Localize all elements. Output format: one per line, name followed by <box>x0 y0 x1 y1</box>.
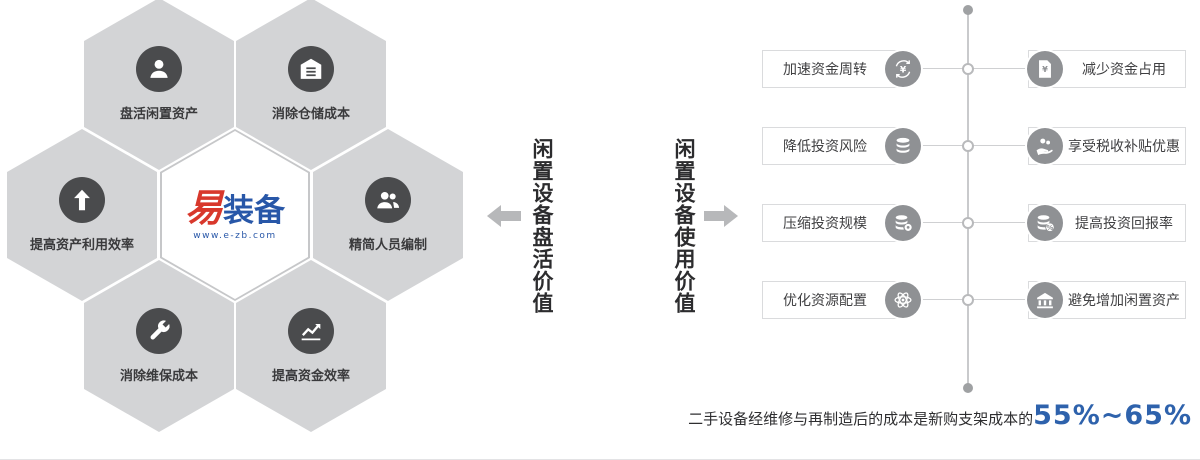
connector-line <box>895 222 968 223</box>
hexagon-label: 提高资金效率 <box>271 369 350 384</box>
timeline-junction-dot <box>962 140 974 152</box>
connector-line <box>968 299 1048 300</box>
benefit-label: 享受税收补贴优惠 <box>1068 139 1180 155</box>
arrow-up-icon <box>59 177 105 223</box>
hand-coins-icon <box>1027 128 1063 164</box>
timeline-top-dot <box>963 5 973 15</box>
brand-logo: 易装备 www.e-zb.com <box>162 131 308 299</box>
coins-percent-icon: % <box>1027 205 1063 241</box>
benefit-label: 降低投资风险 <box>783 139 867 155</box>
cost-footnote: 二手设备经维修与再制造后的成本是新购支架成本的55%~65% <box>688 396 1192 437</box>
benefit-box-left: 优化资源配置 <box>762 281 902 319</box>
section-title-usage-value: 闲置设备使用价值 <box>672 138 696 314</box>
timeline-junction-dot <box>962 294 974 306</box>
arrow-left-icon <box>487 205 521 227</box>
svg-text:¥: ¥ <box>1042 64 1048 74</box>
timeline-junction-dot <box>962 217 974 229</box>
arrow-head <box>724 205 738 227</box>
connector-line <box>895 68 968 69</box>
warehouse-icon <box>288 46 334 92</box>
hexagon-label: 消除维保成本 <box>119 369 198 384</box>
brand-website: www.e-zb.com <box>193 231 277 241</box>
arrow-tail <box>500 211 521 221</box>
svg-text:¥: ¥ <box>900 64 907 75</box>
benefit-label: 减少资金占用 <box>1082 62 1166 78</box>
connector-line <box>968 68 1048 69</box>
brand-logo-text: 易装备 <box>185 189 285 227</box>
connector-line <box>895 145 968 146</box>
benefit-box-left: 降低投资风险 <box>762 127 902 165</box>
doc-yen-icon: ¥ <box>1027 51 1063 87</box>
benefit-label: 优化资源配置 <box>783 293 867 309</box>
timeline-axis <box>967 10 969 388</box>
timeline-junction-dot <box>962 63 974 75</box>
wrench-icon <box>136 308 182 354</box>
hexagon-label: 精简人员编制 <box>348 238 427 253</box>
benefit-label: 提高投资回报率 <box>1075 216 1173 232</box>
arrow-tail <box>704 211 725 221</box>
hexagon-label: 提高资产利用效率 <box>29 238 134 253</box>
bank-icon <box>1027 282 1063 318</box>
brand-logo-red-char: 易 <box>184 186 223 230</box>
hexagon-label: 盘活闲置资产 <box>119 107 198 122</box>
benefit-box-left: 加速资金周转 <box>762 50 902 88</box>
chart-up-icon <box>288 308 334 354</box>
benefit-box-left: 压缩投资规模 <box>762 204 902 242</box>
atom-icon <box>885 282 921 318</box>
benefit-label: 避免增加闲置资产 <box>1068 293 1180 309</box>
arrow-right-icon <box>704 205 738 227</box>
brand-logo-blue-chars: 装备 <box>223 193 285 229</box>
timeline-row: 优化资源配置 避免增加闲置资产 <box>755 281 1195 321</box>
footnote-text: 二手设备经维修与再制造后的成本是新购支架成本的 <box>688 410 1034 428</box>
section-title-revitalize-value: 闲置设备盘活价值 <box>530 138 554 314</box>
hexagon-label: 消除仓储成本 <box>271 107 350 122</box>
arrow-head <box>487 205 501 227</box>
connector-line <box>895 299 968 300</box>
timeline-row: 加速资金周转 减少资金占用 ¥ ¥ <box>755 50 1195 90</box>
connector-line <box>968 145 1048 146</box>
connector-line <box>968 222 1048 223</box>
coins-icon <box>885 128 921 164</box>
timeline-bottom-dot <box>963 383 973 393</box>
footnote-highlight: 55%~65% <box>1033 400 1192 431</box>
timeline-row: 压缩投资规模 提高投资回报率 % <box>755 204 1195 244</box>
timeline-row: 降低投资风险 享受税收补贴优惠 <box>755 127 1195 167</box>
svg-text:%: % <box>1047 224 1054 232</box>
person-icon <box>136 46 182 92</box>
benefit-label: 加速资金周转 <box>783 62 867 78</box>
coins-gear-icon <box>885 205 921 241</box>
benefit-label: 压缩投资规模 <box>783 216 867 232</box>
people-icon <box>365 177 411 223</box>
yen-cycle-icon: ¥ <box>885 51 921 87</box>
